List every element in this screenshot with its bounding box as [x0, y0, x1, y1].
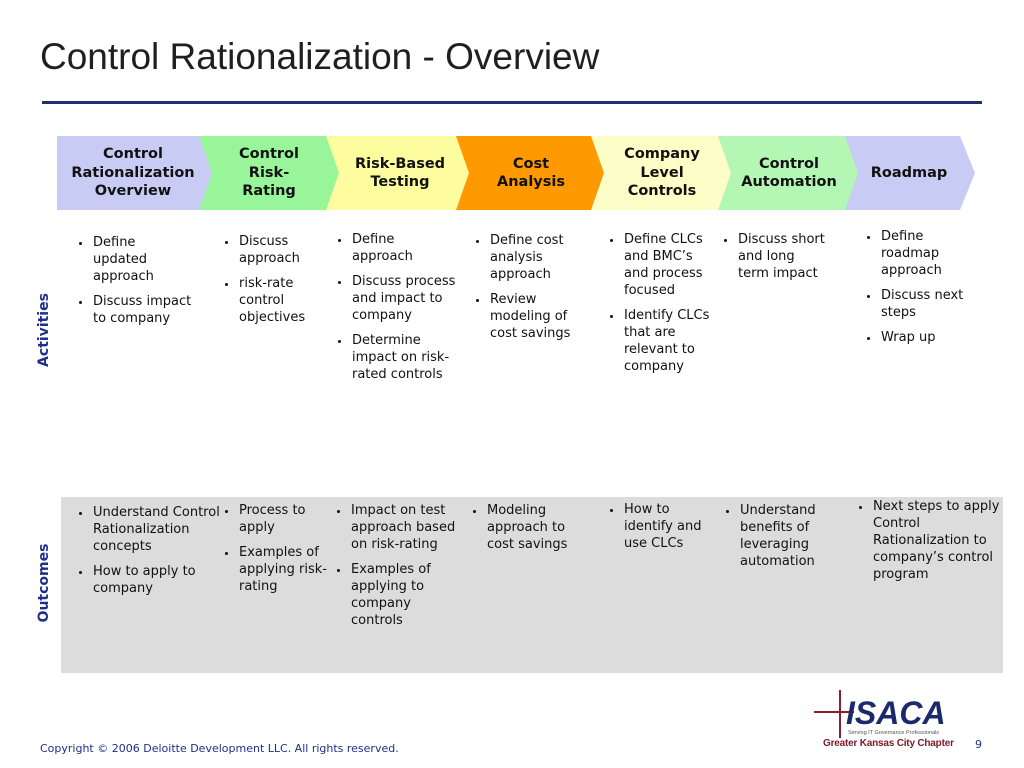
list-item: Discuss process and impact to company: [351, 273, 457, 324]
outcomes-band: [61, 497, 1003, 673]
activities-list: Define updated approach Discuss impact t…: [74, 234, 192, 335]
outcomes-list: Understand benefits of leveraging automa…: [721, 502, 843, 578]
list-item: Next steps to apply Control Rationalizat…: [872, 498, 1000, 583]
outcomes-list: Impact on test approach based on risk-ra…: [332, 502, 460, 637]
activities-list: Define cost analysis approach Review mod…: [471, 232, 575, 350]
logo-chapter-text: Greater Kansas City Chapter: [823, 738, 954, 749]
outcomes-list: Process to apply Examples of applying ri…: [220, 502, 338, 603]
list-item: Understand benefits of leveraging automa…: [739, 502, 843, 570]
activities-list: Discuss short and long term impact: [719, 231, 829, 290]
title-divider: [42, 101, 982, 104]
phase-label-risk-based-testing: Risk-Based Testing: [354, 155, 446, 191]
activities-list: Define roadmap approach Discuss next ste…: [862, 228, 972, 354]
logo-wordmark: ISACA: [846, 695, 946, 731]
isaca-logo: ISACA Serving IT Governance Professional…: [814, 690, 946, 738]
activities-list: Define approach Discuss process and impa…: [333, 231, 457, 391]
list-item: Wrap up: [880, 329, 972, 346]
list-item: Discuss next steps: [880, 287, 972, 321]
phase-label-control-automation: Control Automation: [741, 155, 837, 191]
list-item: Modeling approach to cost savings: [486, 502, 576, 553]
list-item: How to identify and use CLCs: [623, 501, 705, 552]
page-title: Control Rationalization - Overview: [40, 36, 600, 77]
list-item: Determine impact on risk-rated controls: [351, 332, 457, 383]
outcomes-list: How to identify and use CLCs: [605, 501, 705, 560]
list-item: Process to apply: [238, 502, 338, 536]
list-item: Understand Control Rationalization conce…: [92, 504, 220, 555]
list-item: Discuss impact to company: [92, 293, 192, 327]
list-item: Discuss short and long term impact: [737, 231, 829, 282]
phase-label-roadmap: Roadmap: [870, 164, 948, 181]
phase-label-company-level-controls: Company Level Controls: [624, 146, 700, 200]
activities-list: Define CLCs and BMC’s and process focuse…: [605, 231, 721, 383]
outcomes-list: Modeling approach to cost savings: [468, 502, 576, 561]
list-item: Identify CLCs that are relevant to compa…: [623, 307, 721, 375]
row-label-outcomes: Outcomes: [36, 543, 52, 623]
list-item: Define updated approach: [92, 234, 192, 285]
row-label-activities: Activities: [36, 293, 52, 367]
list-item: How to apply to company: [92, 563, 220, 597]
outcomes-list: Next steps to apply Control Rationalizat…: [854, 498, 1000, 591]
list-item: risk-rate control objectives: [238, 275, 330, 326]
list-item: Discuss approach: [238, 233, 330, 267]
list-item: Examples of applying to company controls: [350, 561, 460, 629]
list-item: Review modeling of cost savings: [489, 291, 575, 342]
logo-tagline: Serving IT Governance Professionals: [848, 730, 939, 736]
copyright-text: Copyright © 2006 Deloitte Development LL…: [40, 742, 399, 755]
phase-label-overview: Control Rationalization Overview: [71, 146, 195, 200]
page-number: 9: [975, 738, 982, 751]
outcomes-list: Understand Control Rationalization conce…: [74, 504, 220, 605]
list-item: Examples of applying risk-rating: [238, 544, 338, 595]
phase-label-cost-analysis: Cost Analysis: [497, 155, 565, 191]
list-item: Define cost analysis approach: [489, 232, 575, 283]
phase-label-risk-rating: Control Risk-Rating: [239, 146, 299, 200]
list-item: Define approach: [351, 231, 457, 265]
activities-list: Discuss approach risk-rate control objec…: [220, 233, 330, 334]
list-item: Define roadmap approach: [880, 228, 972, 279]
list-item: Impact on test approach based on risk-ra…: [350, 502, 460, 553]
list-item: Define CLCs and BMC’s and process focuse…: [623, 231, 721, 299]
